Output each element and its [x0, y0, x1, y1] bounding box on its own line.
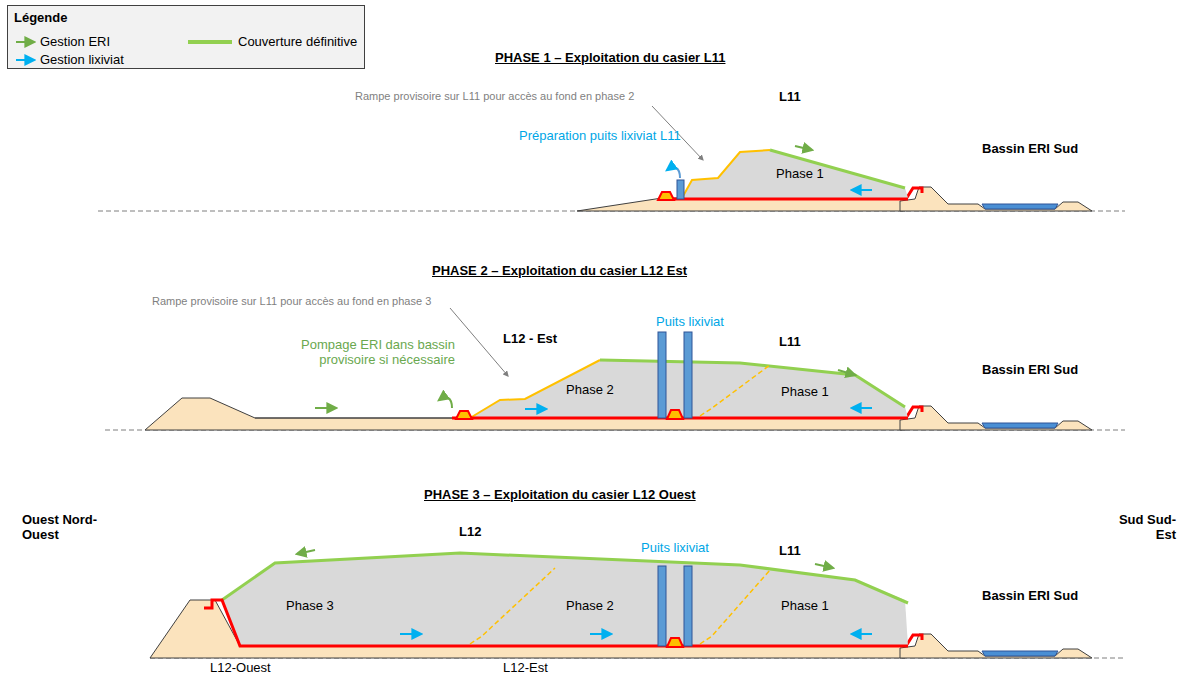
legend-text: Gestion lixiviat: [40, 52, 124, 67]
label: Pompage ERI dans bassin provisoire si né…: [290, 337, 455, 367]
label: L11: [779, 543, 801, 558]
label: Puits lixiviat: [656, 314, 724, 329]
label: L12-Est: [503, 660, 548, 675]
label: Sud Sud-Est: [1106, 512, 1176, 542]
legend-text: Gestion ERI: [40, 34, 110, 49]
label: L11: [779, 89, 801, 104]
label: Phase 3: [286, 598, 334, 613]
legend-sample: [15, 36, 37, 48]
label: Puits lixiviat: [641, 540, 709, 555]
label: Phase 1: [776, 166, 824, 181]
label: PHASE 2 – Exploitation du casier L12 Est: [432, 263, 687, 278]
label: Rampe provisoire sur L11 pour accès au f…: [355, 89, 634, 104]
label: Phase 2: [566, 382, 614, 397]
label: PHASE 3 – Exploitation du casier L12 Oue…: [424, 487, 696, 502]
label: Phase 1: [781, 384, 829, 399]
legend-text: Couverture définitive: [238, 34, 357, 49]
legend-sample: [186, 36, 234, 48]
phase-1-section: [98, 146, 1125, 211]
legend-sample: [15, 54, 37, 66]
label: Légende: [14, 10, 67, 25]
phase-3-section: [150, 550, 1125, 658]
label: Bassin ERI Sud: [982, 141, 1078, 156]
label: Phase 2: [566, 598, 614, 613]
label: L12 - Est: [503, 331, 557, 346]
phase-2-section: [105, 332, 1125, 430]
label: PHASE 1 – Exploitation du casier L11: [495, 50, 725, 65]
label: Préparation puits lixiviat L11: [519, 128, 681, 143]
label: L11: [779, 334, 801, 349]
label: Rampe provisoire sur L11 pour accès au f…: [152, 294, 431, 309]
label: Bassin ERI Sud: [982, 362, 1078, 377]
label: L12: [459, 524, 481, 539]
label: Ouest Nord-Ouest: [22, 512, 112, 542]
label: Phase 1: [781, 598, 829, 613]
label: Bassin ERI Sud: [982, 588, 1078, 603]
label: L12-Ouest: [210, 660, 271, 675]
